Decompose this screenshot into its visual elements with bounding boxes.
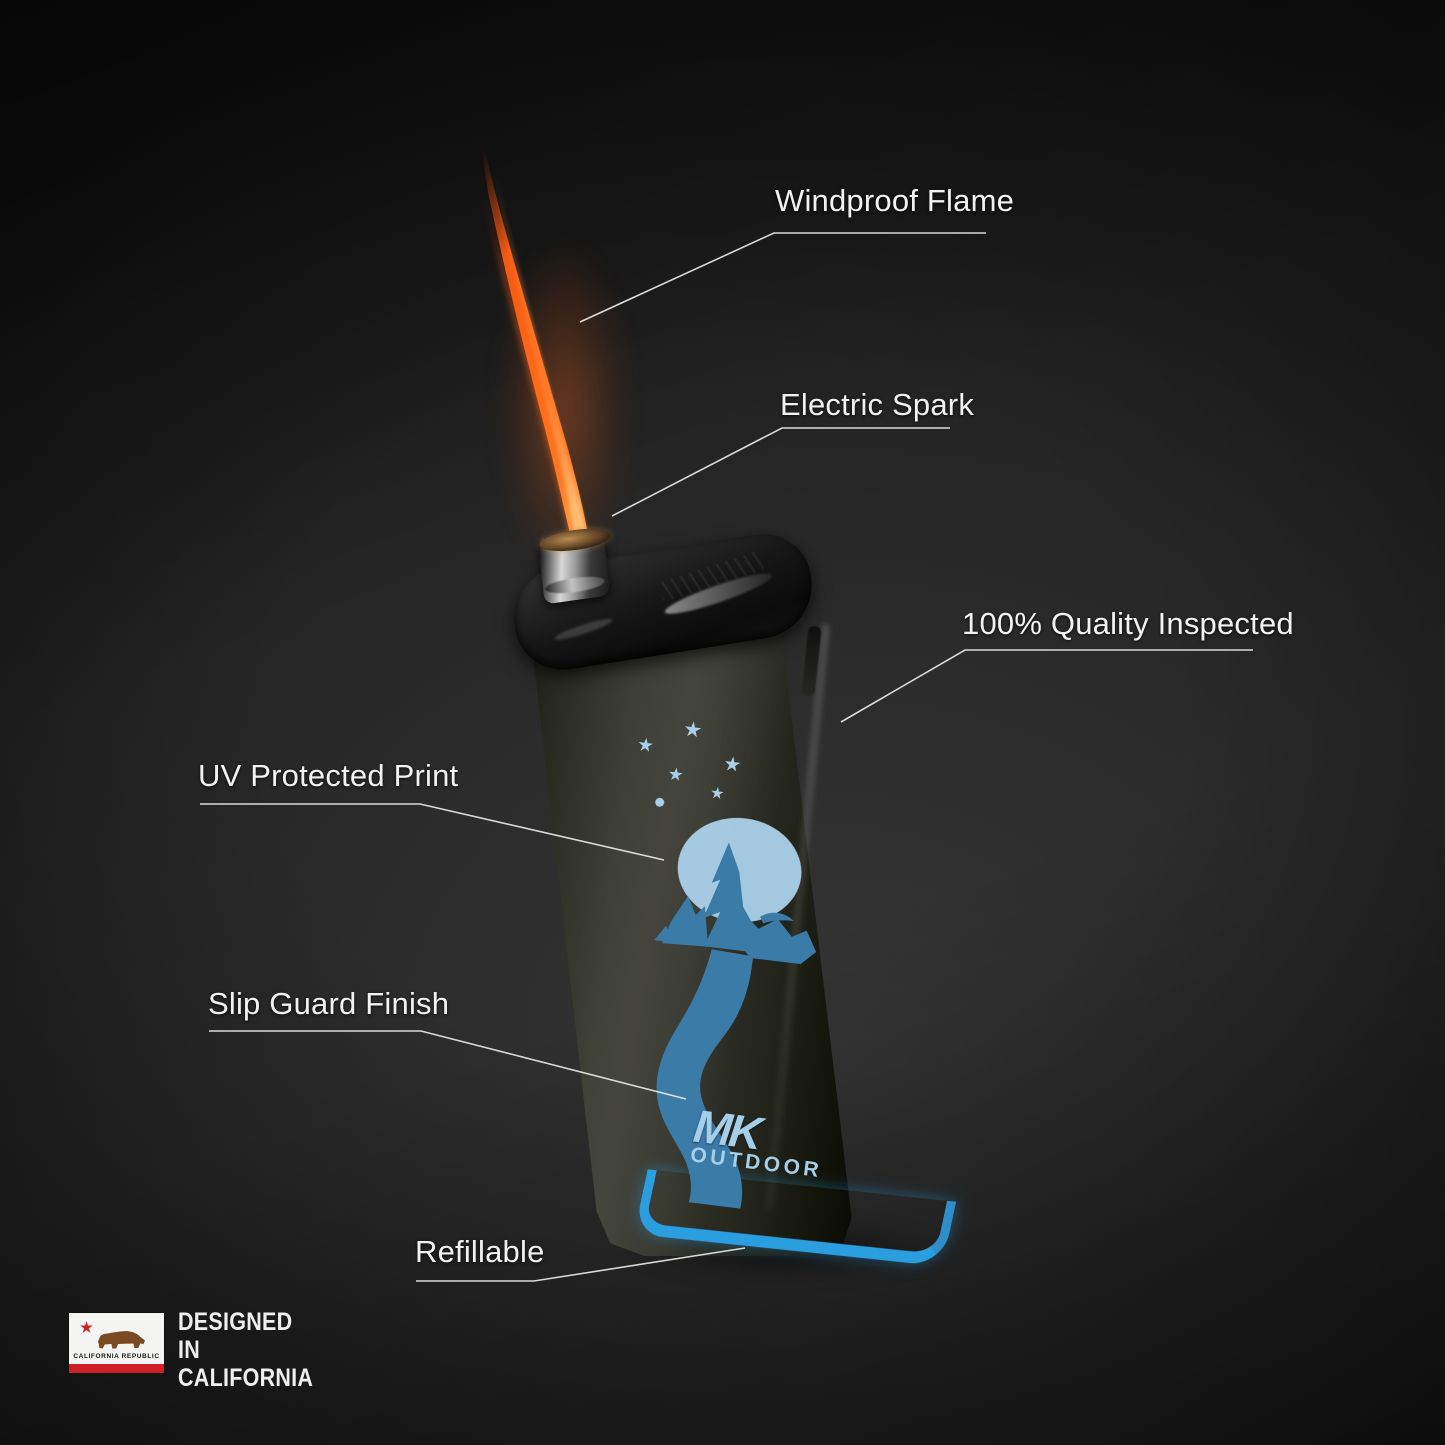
star-icon [723,755,741,773]
annotation-label: UV Protected Print [198,758,459,793]
annotation-label: Slip Guard Finish [208,986,450,1021]
star-icon [637,737,654,754]
annotation-label: Electric Spark [780,387,975,422]
badge-line-2: CALIFORNIA [178,1364,314,1392]
annotation-label: 100% Quality Inspected [962,606,1294,641]
star-icon [683,720,702,739]
flag-star-icon [80,1321,93,1333]
badge-line-1: DESIGNED IN [178,1308,293,1364]
star-icon [668,767,684,783]
flag-caption: CALIFORNIA REPUBLIC [73,1353,160,1360]
flag-bear-icon [97,1331,145,1349]
mountain-road-graphic [654,842,817,1209]
annotation-label: Refillable [415,1234,545,1269]
star-icon [710,786,724,800]
printed-artwork: MK OUTDOOR [578,696,892,1209]
designed-in-california-badge: CALIFORNIA REPUBLIC DESIGNED IN CALIFORN… [68,1308,313,1392]
annotation-label: Windproof Flame [775,183,1015,218]
lighter-product: MK OUTDOOR [505,525,965,1280]
cap-gloss-small [553,615,614,643]
flag-red-stripe [69,1364,164,1373]
badge-text: DESIGNED IN CALIFORNIA [178,1308,313,1392]
california-flag: CALIFORNIA REPUBLIC [68,1312,165,1374]
